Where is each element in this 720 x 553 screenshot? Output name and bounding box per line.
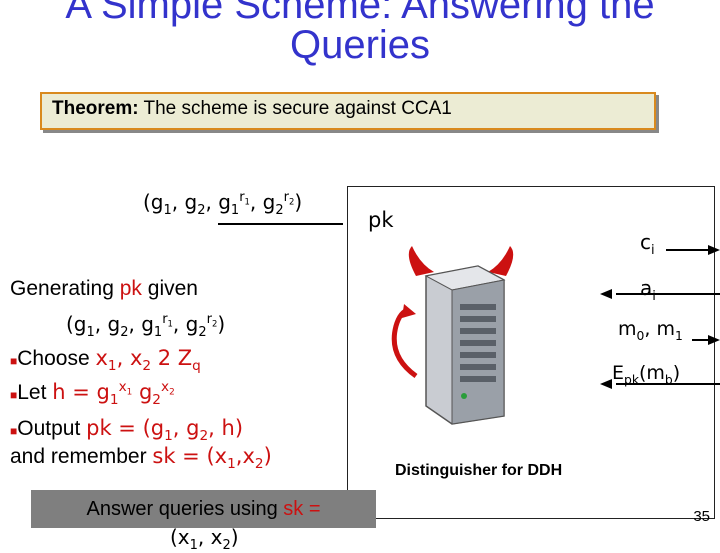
theorem-label: Theorem: xyxy=(52,98,139,119)
page-number: 35 xyxy=(693,508,710,525)
let-expr: h = g1x1 g2x2 xyxy=(52,379,175,409)
input-arrow-line xyxy=(218,223,343,225)
generating-pk: pk xyxy=(119,277,142,300)
output-expr: pk = (g1, g2, h) xyxy=(86,416,244,445)
ci-letter: c xyxy=(640,230,651,254)
distinguisher-box xyxy=(347,186,715,519)
choose-expr: x1, x2 2 Zq xyxy=(95,346,201,375)
generating-given: given xyxy=(141,277,198,300)
page-title-line1: A Simple Scheme: Answering the xyxy=(65,0,655,27)
output-text: Output xyxy=(17,417,87,440)
theorem-box: Theorem: The scheme is secure against CC… xyxy=(40,92,656,130)
m0-m1-label: m0, m1 xyxy=(618,318,683,343)
page-title-line2: Queries xyxy=(289,23,431,67)
bullet-square-icon: ■ xyxy=(10,424,18,438)
answer-queries-box: Answer queries using sk = xyxy=(31,490,376,528)
ci-label: ci xyxy=(640,230,655,258)
bullet-square-icon: ■ xyxy=(10,388,18,402)
answer-prefix: Answer queries using xyxy=(86,498,284,520)
public-tuple-label: (g1, g2, g1r1, g2r2) xyxy=(143,190,303,218)
epk-label: Epk(mb) xyxy=(612,362,681,387)
choose-text: Choose xyxy=(17,347,96,370)
answer-overflow: (x1, x2) xyxy=(170,525,239,553)
let-text: Let xyxy=(17,381,53,404)
given-tuple: (g1, g2, g1r1, g2r2) xyxy=(66,312,226,340)
theorem-text: The scheme is secure against CCA1 xyxy=(138,98,452,119)
answer-sk: sk = xyxy=(283,498,321,520)
pk-label: pk xyxy=(368,208,394,232)
remember-expr: sk = (x1,x2) xyxy=(152,444,272,473)
query-arrows xyxy=(600,245,720,389)
choose-line: ■Choose x1, x2 2 Zq xyxy=(10,346,201,375)
remember-line: and remember sk = (x1,x2) xyxy=(10,444,272,473)
generating-line: Generating pk given xyxy=(10,277,198,301)
output-line: ■Output pk = (g1, g2, h) xyxy=(10,416,244,445)
let-line: ■Let h = g1x1 g2x2 xyxy=(10,379,175,409)
remember-text: and remember xyxy=(10,445,153,468)
generating-text: Generating xyxy=(10,277,120,300)
devil-server-icon xyxy=(391,246,514,425)
distinguisher-caption: Distinguisher for DDH xyxy=(395,462,563,479)
bullet-square-icon: ■ xyxy=(10,354,18,368)
